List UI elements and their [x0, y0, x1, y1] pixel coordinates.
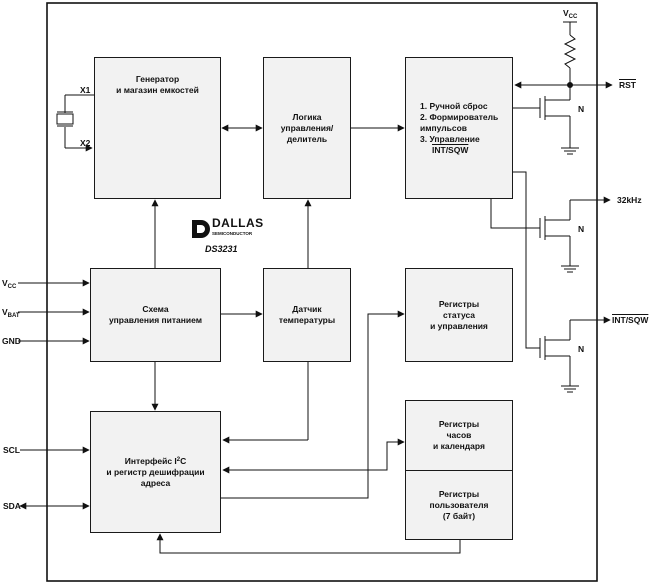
pin-sda-label: SDA: [3, 501, 21, 511]
pin-int-sqw-label: INT/SQW: [612, 315, 649, 325]
divider-block: Логика управления/ делитель: [263, 57, 351, 199]
i2c-clock-arrow: [222, 438, 405, 474]
dallas-brand: DALLAS: [212, 216, 264, 230]
part-number: DS3231: [205, 244, 238, 254]
i2c-title: Интерфейс I2C: [124, 456, 187, 466]
dallas-tagline: SEMICONDUCTOR: [212, 231, 253, 236]
pin-scl-label: SCL: [3, 445, 20, 455]
control-item-1: 1. Ручной сброс: [420, 100, 488, 111]
i2c-status-arrow: [221, 310, 405, 499]
pin-32khz-label: 32kHz: [617, 195, 642, 205]
control-item-3: 3. Управление: [420, 133, 480, 144]
pin-x1-label: X1: [80, 85, 91, 95]
pin-gnd-label: GND: [2, 336, 21, 346]
control-block: 1. Ручной сброс 2. Формирователь импульс…: [405, 57, 513, 199]
transistor-32khz-icon: [490, 196, 611, 273]
control-item-2: 2. Формирователь импульсов: [420, 111, 499, 133]
user-i2c-arrow: [156, 533, 461, 554]
transistor-int-icon: [513, 171, 611, 393]
crystal-icon: [56, 94, 94, 152]
pin-vcc-top-label: VCC: [563, 8, 578, 20]
clock-registers-block: Регистры часов и календаря: [405, 400, 513, 471]
pin-rst-label: RST: [619, 80, 636, 90]
pin-x2-label: X2: [80, 138, 91, 148]
chip-outline: [46, 2, 598, 582]
status-label: Регистры статуса и управления: [430, 298, 488, 331]
power-block: Схема управления питанием: [90, 268, 221, 362]
dallas-logo-icon: [192, 220, 210, 238]
transistor-n-label-3: N: [578, 344, 585, 354]
power-label: Схема управления питанием: [108, 304, 203, 325]
i2c-block: Интерфейс I2C и регистр дешифрации адрес…: [90, 411, 221, 533]
i2c-subtitle: и регистр дешифрации адреса: [106, 467, 205, 488]
user-registers-block: Регистры пользователя (7 байт): [405, 470, 513, 540]
pin-vcc-label: VCC: [2, 278, 17, 290]
resistor-icon: [563, 21, 577, 85]
transistor-n-label-1: N: [578, 104, 585, 114]
divider-label: Логика управления/ делитель: [280, 111, 334, 144]
status-block: Регистры статуса и управления: [405, 268, 513, 362]
pin-vbat-label: VBAT: [2, 307, 20, 319]
temp-label: Датчик температуры: [278, 304, 336, 325]
temp-block: Датчик температуры: [263, 268, 351, 362]
control-item-3-signal: INT/SQW: [432, 144, 469, 155]
transistor-n-label-2: N: [578, 224, 585, 234]
oscillator-label: Генератор и магазин емкостей: [116, 74, 199, 95]
user-registers-label: Регистры пользователя (7 байт): [429, 488, 489, 521]
clock-registers-label: Регистры часов и календаря: [433, 419, 485, 451]
oscillator-block: Генератор и магазин емкостей: [94, 57, 221, 199]
transistor-rst-icon: [513, 85, 579, 155]
